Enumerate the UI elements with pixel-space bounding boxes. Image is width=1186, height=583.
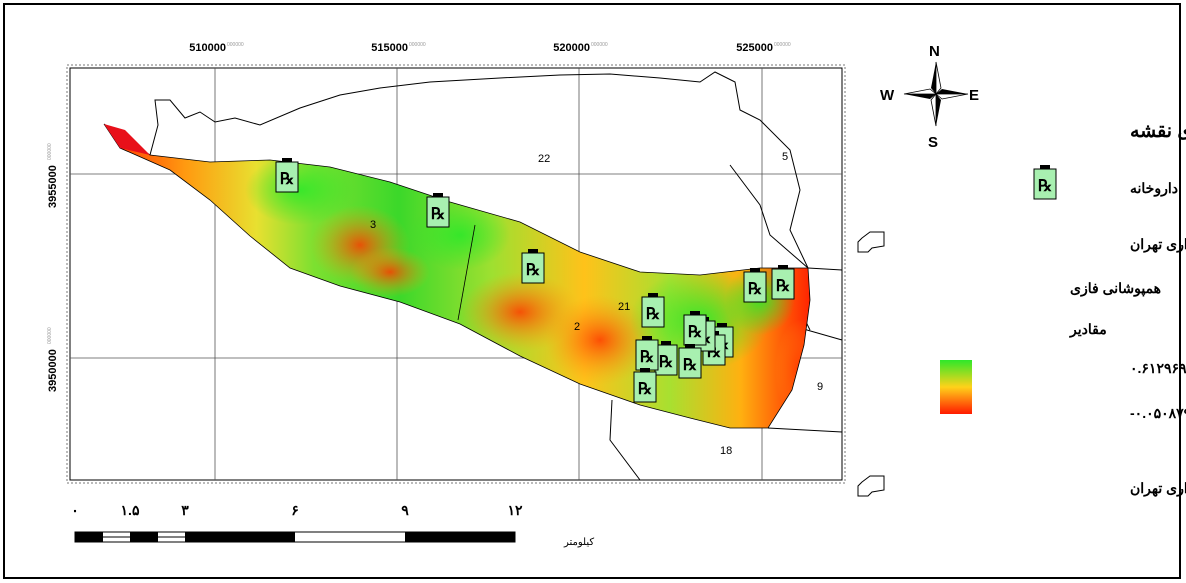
legend-fuzzy-label: همپوشانی فازی — [1070, 280, 1161, 297]
zone-label: 21 — [618, 301, 630, 313]
pharmacy-symbol — [683, 310, 707, 346]
svg-text:000000: 000000 — [774, 42, 791, 48]
scale-label: ۳ — [181, 502, 189, 518]
svg-text:000000: 000000 — [591, 42, 608, 48]
svg-text:000000: 000000 — [227, 42, 244, 48]
pharmacy-symbol — [771, 264, 795, 300]
x-tick-label: 510000 — [189, 42, 226, 54]
legend-values-label: مقادیر — [1069, 321, 1107, 338]
legend-districts-label: نواحی منطقه ۲۱ شهرداری تهران — [1130, 236, 1186, 253]
zone-label: 18 — [720, 445, 732, 457]
pharmacy-symbol — [743, 267, 767, 303]
y-tick-suffixes: 000000 000000 — [47, 143, 53, 344]
legend-title: راهنمای نقشه — [1130, 121, 1186, 142]
legend-zones-label: مناطق مختلف شهرداری تهران — [1130, 480, 1186, 497]
zone-labels: 3 22 5 21 2 9 18 — [370, 151, 823, 457]
zone-label: 22 — [538, 153, 550, 165]
legend-min-label: کمترین : ۰.۰۵۰۸۷۹۶- — [1130, 405, 1186, 422]
legend-zone-polygon-icon — [857, 475, 885, 497]
pharmacy-symbol — [635, 335, 659, 371]
south-label: S — [928, 134, 938, 151]
legend-pharmacy-symbol — [1033, 164, 1057, 200]
pharmacy-symbol — [275, 157, 299, 193]
legend: راهنمای نقشه داروخانه نواحی منطقه ۲۱ شهر… — [857, 121, 1186, 497]
east-label: E — [969, 87, 979, 104]
scale-label: ۹ — [401, 502, 409, 518]
zone-label: 9 — [817, 381, 823, 393]
zone-label: 3 — [370, 219, 376, 231]
y-tick-label: 3950000 — [47, 349, 59, 392]
scale-label: ۰ — [71, 502, 79, 518]
pharmacy-symbol — [678, 343, 702, 379]
pharmacy-symbol — [521, 248, 545, 284]
y-tick-label: 3955000 — [47, 165, 59, 208]
north-arrow: N S E W — [880, 43, 979, 151]
scale-label: ۱۲ — [507, 502, 523, 518]
x-tick-label: 520000 — [553, 42, 590, 54]
y-tick-labels: 3955000 3950000 — [47, 165, 59, 392]
svg-text:000000: 000000 — [409, 42, 426, 48]
x-tick-labels: 510000 515000 520000 525000 — [189, 42, 773, 54]
scale-unit-label: کیلومتر — [563, 537, 594, 548]
x-tick-suffixes: 000000 000000 000000 000000 — [227, 42, 791, 48]
svg-text:000000: 000000 — [47, 143, 53, 160]
pharmacy-symbol — [641, 292, 665, 328]
legend-color-ramp — [940, 360, 972, 414]
legend-pharmacy-label: داروخانه — [1130, 180, 1178, 197]
legend-max-label: بیشترین : ۰.۶۱۲۹۶۹ — [1130, 360, 1186, 377]
scale-label: ۱.۵ — [121, 502, 140, 518]
zone-label: 5 — [782, 151, 788, 163]
west-label: W — [880, 87, 895, 104]
pharmacy-symbol — [426, 192, 450, 228]
scale-label: ۶ — [291, 502, 299, 518]
north-label: N — [929, 43, 940, 60]
map-frame — [3, 3, 1181, 579]
svg-text:000000: 000000 — [47, 327, 53, 344]
pharmacy-symbol — [633, 367, 657, 403]
x-tick-label: 525000 — [736, 42, 773, 54]
scale-bar: ۰ ۱.۵ ۳ ۶ ۹ ۱۲ کیلومتر — [71, 502, 594, 548]
x-tick-label: 515000 — [371, 42, 408, 54]
legend-district-polygon-icon — [857, 231, 885, 253]
zone-label: 2 — [574, 321, 580, 333]
